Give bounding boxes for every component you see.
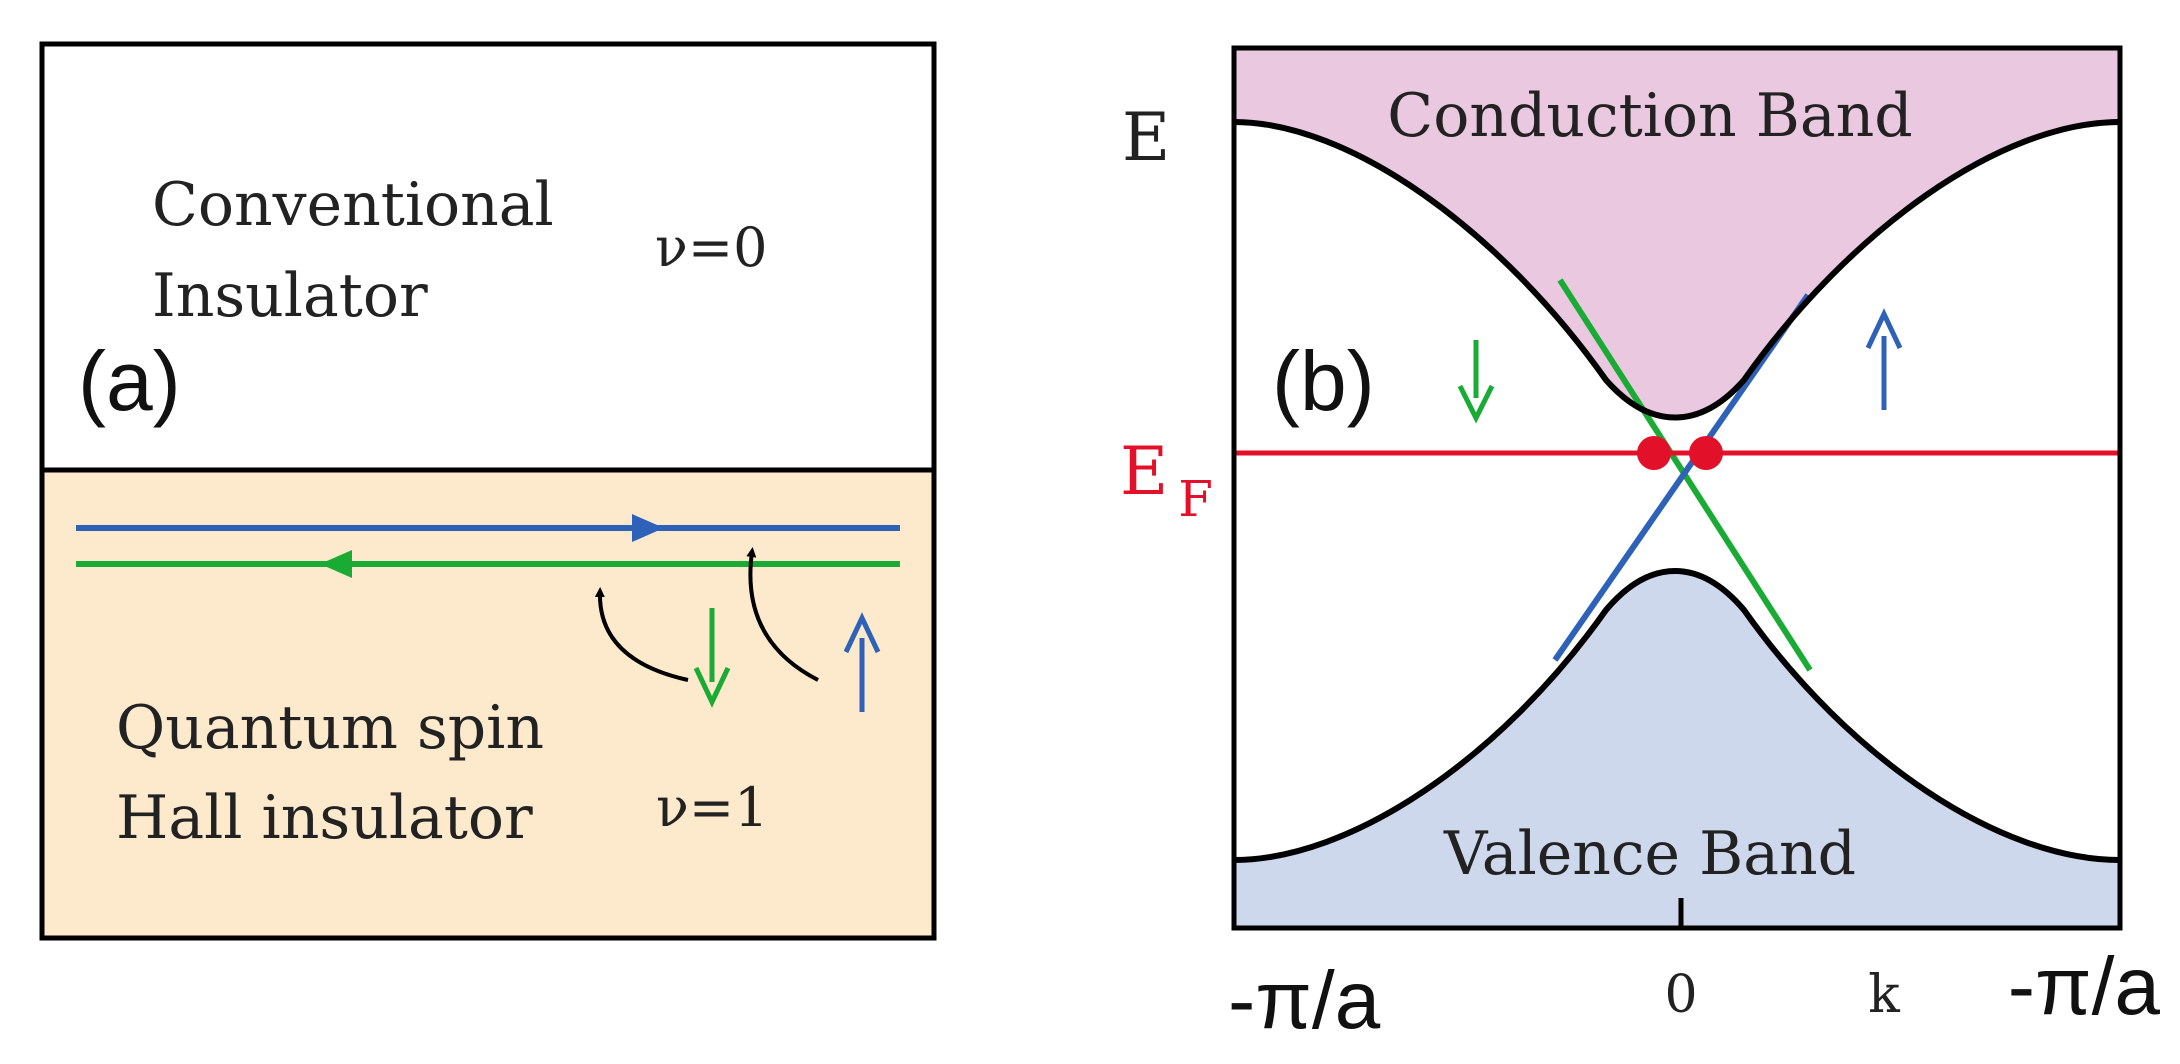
x-label-right: -π/a: [2008, 941, 2161, 1032]
bottom-region-line2: Hall insulator: [116, 783, 533, 853]
fermi-label-main: E: [1120, 433, 1168, 510]
panel-b-frame: [1231, 45, 2123, 931]
panel-a-label: (a): [78, 334, 181, 428]
spin-down-arrowhead-a: [693, 666, 731, 708]
top-region-line1: Conventional: [152, 170, 554, 240]
spin-down-arrowhead-b: [1457, 384, 1495, 424]
bottom-region-line1: Quantum spin: [116, 693, 544, 763]
bottom-region-nu: ν=1: [656, 776, 768, 839]
panel-a-top-region: [42, 44, 934, 470]
green-edge-arrowhead: [320, 550, 352, 578]
curved-arrow-left: [594, 587, 689, 682]
valence-band-region: [1234, 571, 2120, 928]
spin-up-arrowhead-a: [843, 612, 881, 654]
fermi-crossing-left: [1637, 436, 1671, 470]
panel-a-frame: [39, 41, 937, 941]
energy-axis-label: E: [1122, 99, 1170, 176]
panel-a: Conventional Insulator ν=0 (a) Quantum s…: [39, 41, 937, 941]
fermi-crossing-right: [1689, 436, 1723, 470]
x-label-k: k: [1868, 965, 1900, 1025]
spin-up-arrowhead-b: [1865, 308, 1903, 350]
blue-dispersion-line: [1552, 293, 1811, 662]
valence-band-edge: [1233, 568, 2121, 863]
curved-arrow-right: [746, 547, 819, 682]
conduction-band-label: Conduction Band: [1387, 81, 1912, 151]
conduction-band-edge: [1233, 119, 2121, 421]
valence-band-label: Valence Band: [1443, 819, 1856, 889]
conduction-band-region: [1234, 48, 2120, 418]
panel-b-label: (b): [1272, 334, 1375, 428]
panel-a-bottom-region: [42, 470, 934, 938]
top-region-line2: Insulator: [152, 261, 428, 331]
fermi-label-sub: F: [1178, 470, 1213, 528]
blue-edge-arrowhead: [632, 514, 664, 542]
x-label-left: -π/a: [1228, 955, 1381, 1046]
x-label-zero: 0: [1664, 965, 1697, 1025]
top-region-nu: ν=0: [655, 216, 767, 279]
